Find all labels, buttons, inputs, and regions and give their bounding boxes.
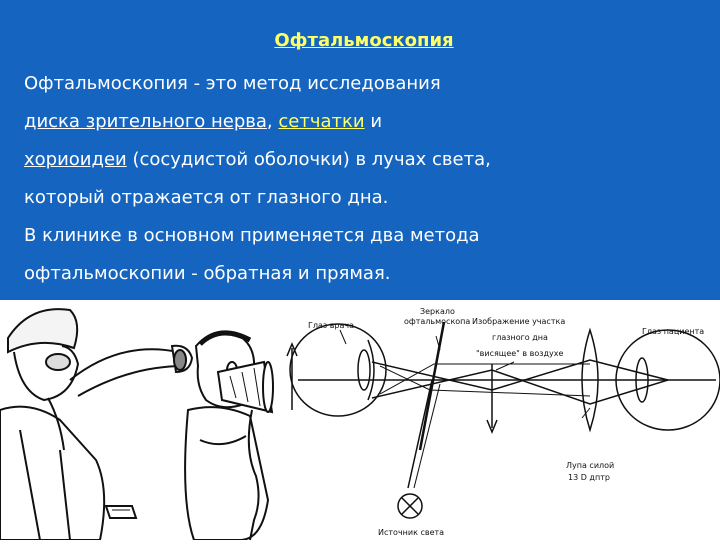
label-lens-2: 13 D дптр xyxy=(568,473,610,482)
label-image-1: Изображение участка xyxy=(472,317,565,326)
link-retina[interactable]: сетчатки xyxy=(278,111,365,132)
label-mirror-2: офтальмоскопа xyxy=(404,317,470,326)
label-mirror-1: Зеркало xyxy=(420,307,455,316)
text-line-2: диска зрительного нерва, сетчатки и xyxy=(24,103,704,141)
text-line-3-rest: (сосудистой оболочки) в лучах света, xyxy=(126,149,491,170)
label-doctor-eye: Глаз врача xyxy=(308,321,354,330)
label-light-source: Источник света xyxy=(378,528,444,537)
text-line-1: Офтальмоскопия - это метод исследования xyxy=(24,73,441,94)
text-line-5: В клинике в основном применяется два мет… xyxy=(24,225,480,246)
label-image-3: "висящее" в воздухе xyxy=(476,349,564,358)
label-image-2: глазного дна xyxy=(492,333,548,342)
label-patient-eye: Глаз пациента xyxy=(642,327,704,336)
ophthalmoscopy-illustration: Глаз врача Зеркало офтальмоскопа Изображ… xyxy=(0,307,720,541)
text-line-4: который отражается от глазного дна. xyxy=(24,187,389,208)
doctor-patient-drawing xyxy=(0,308,274,541)
text-line-6: офтальмоскопии - обратная и прямая. xyxy=(24,263,391,284)
illustration-area: Глаз врача Зеркало офтальмоскопа Изображ… xyxy=(0,300,720,541)
title-panel xyxy=(0,0,720,300)
comma: , xyxy=(266,111,273,132)
conjunction-and: и xyxy=(370,111,383,132)
link-choroid[interactable]: хориоидеи xyxy=(24,149,127,170)
text-line-3: хориоидеи (сосудистой оболочки) в лучах … xyxy=(24,141,704,179)
slide-text: Офтальмоскопия Офтальмоскопия - это мето… xyxy=(24,30,704,293)
optics-schematic xyxy=(286,321,720,519)
link-optic-disc[interactable]: диска зрительного нерва xyxy=(24,111,267,132)
slide-title: Офтальмоскопия xyxy=(274,30,454,51)
label-lens-1: Лупа силой xyxy=(566,461,614,470)
